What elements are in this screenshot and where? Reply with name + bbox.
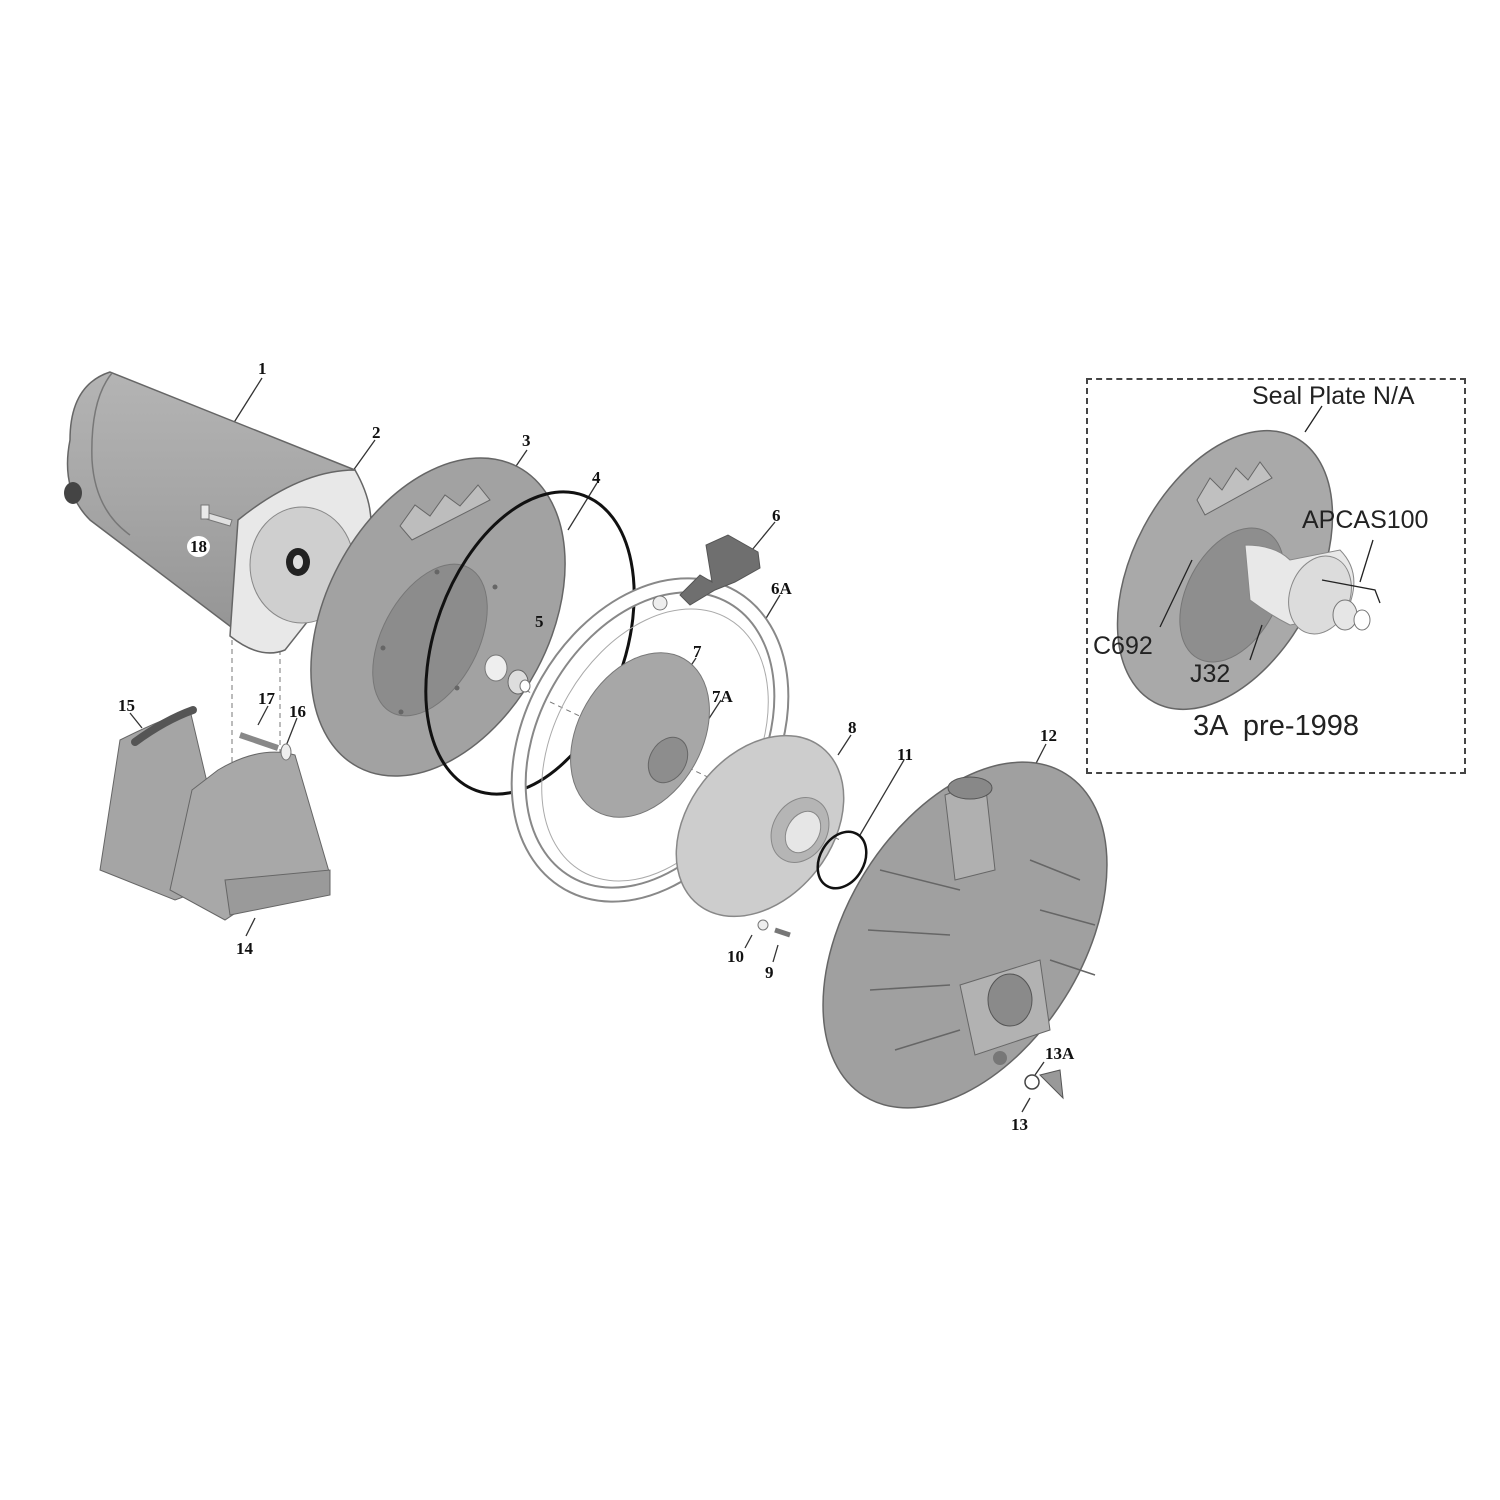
callout-6a: 6A <box>771 579 792 598</box>
inset-seal-assembly <box>1116 429 1371 711</box>
callout-11: 11 <box>897 745 914 764</box>
motor-part-1 <box>64 371 372 654</box>
knob-part-6 <box>652 534 761 611</box>
callout-15: 15 <box>118 696 135 715</box>
inset-label-apcas100: APCAS100 <box>1302 506 1429 534</box>
callout-17: 17 <box>258 689 275 708</box>
callout-2: 2 <box>372 423 381 442</box>
pump-housing-part-12 <box>822 761 1108 1109</box>
callout-4: 4 <box>592 468 601 487</box>
callout-9: 9 <box>765 963 774 982</box>
callout-18: 18 <box>187 536 210 557</box>
callout-13: 13 <box>1011 1115 1028 1134</box>
inset-label-seal-plate: Seal Plate N/A <box>1252 382 1415 410</box>
callout-12: 12 <box>1040 726 1057 745</box>
callout-13a: 13A <box>1045 1044 1075 1063</box>
callout-7: 7 <box>693 642 702 661</box>
inset-caption: 3A pre-1998 <box>1193 710 1360 742</box>
callout-6: 6 <box>772 506 781 525</box>
callout-3: 3 <box>522 431 531 450</box>
callout-5: 5 <box>535 612 544 631</box>
pad-part-15 <box>131 706 197 746</box>
callout-1: 1 <box>258 359 267 378</box>
base-part-14 <box>99 709 331 921</box>
impeller-part-7 <box>570 652 710 818</box>
oring-part-11 <box>816 830 868 890</box>
callout-10: 10 <box>727 947 744 966</box>
callout-8: 8 <box>848 718 857 737</box>
callout-14: 14 <box>236 939 253 958</box>
callout-16: 16 <box>289 702 306 721</box>
bolts-part-16-17 <box>239 732 292 761</box>
inset-label-c692: C692 <box>1093 632 1153 660</box>
callout-7a: 7A <box>712 687 733 706</box>
inset-label-j32: J32 <box>1190 660 1231 688</box>
inset-frame <box>1086 378 1466 774</box>
